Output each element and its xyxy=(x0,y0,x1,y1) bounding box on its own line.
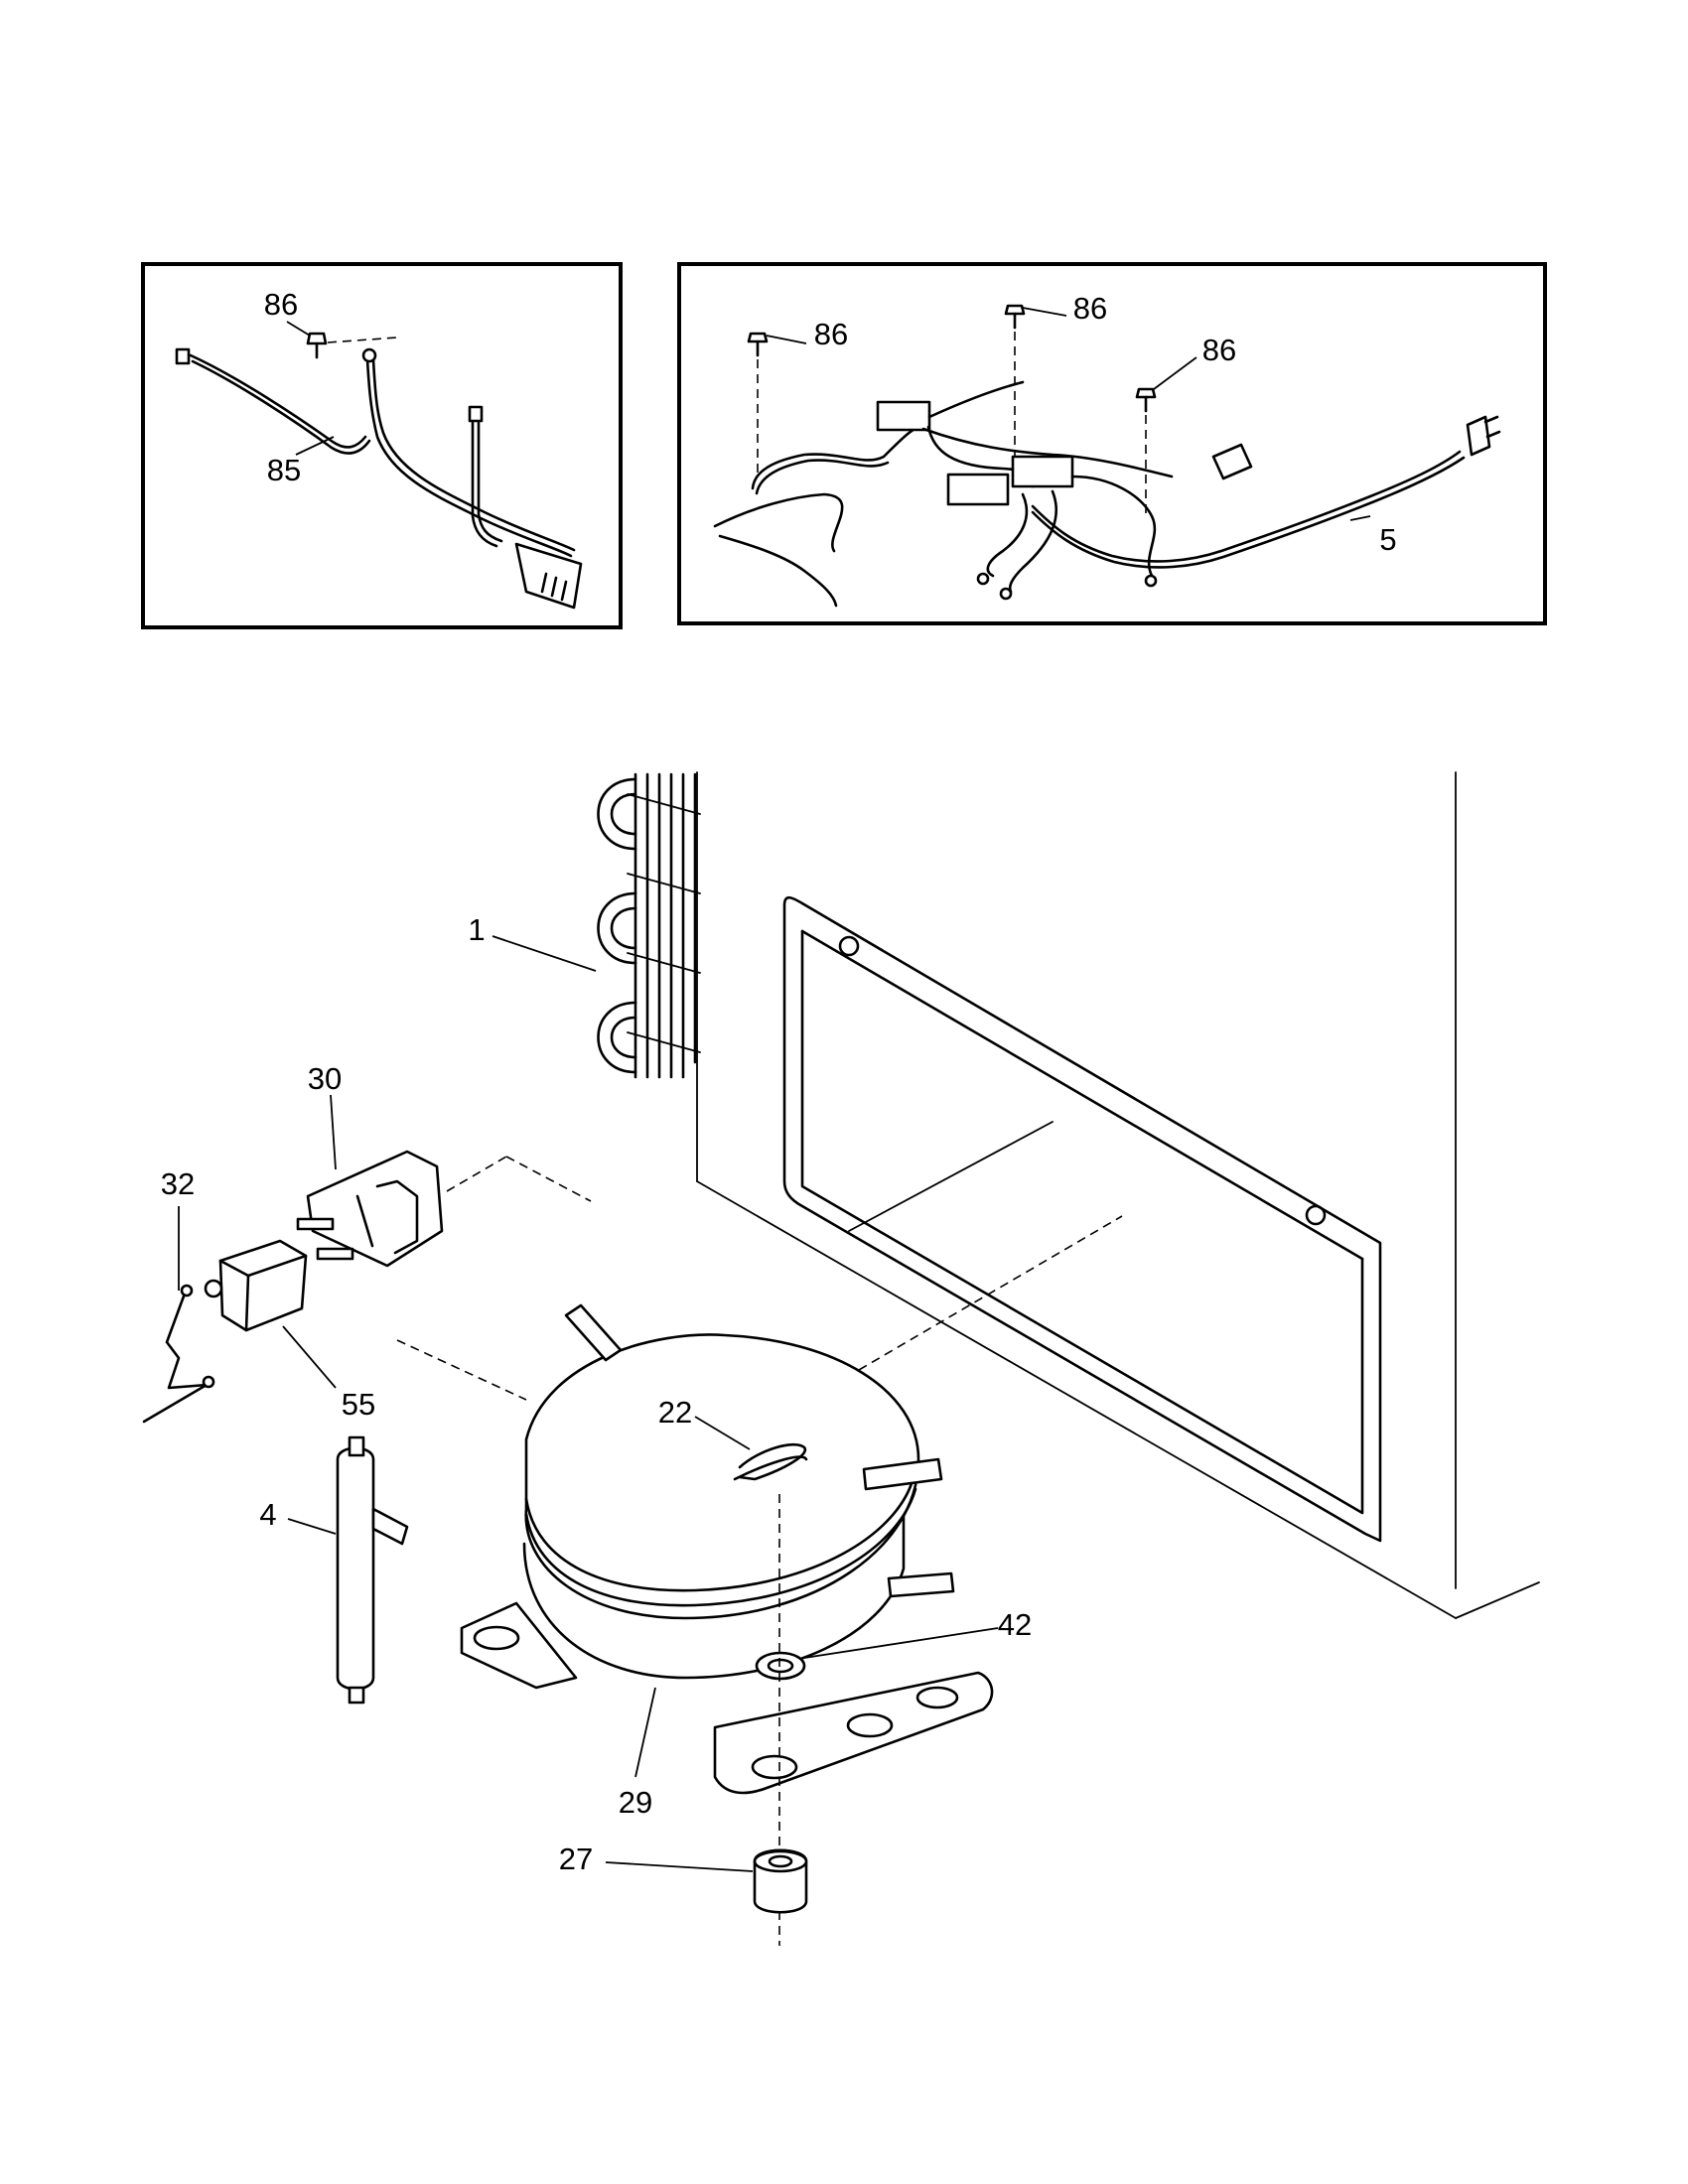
wire-harness-85 xyxy=(175,347,583,610)
grommet-27 xyxy=(753,1848,808,1914)
screws-86-right xyxy=(747,304,1157,516)
relay-30 xyxy=(296,1150,592,1268)
callout-1: 1 xyxy=(468,912,485,947)
drier-4 xyxy=(336,1435,409,1705)
callout-86-a: 86 xyxy=(814,317,848,351)
callout-29: 29 xyxy=(619,1785,652,1820)
leader-5 xyxy=(1349,515,1371,521)
callout-27: 27 xyxy=(559,1842,593,1876)
power-cord-harness-5 xyxy=(713,380,1501,608)
compressor-29 xyxy=(396,1303,994,1946)
leader-55 xyxy=(282,1325,337,1389)
callout-32: 32 xyxy=(161,1166,195,1201)
inset-left-panel: 86 85 xyxy=(141,262,623,629)
callout-55: 55 xyxy=(342,1387,375,1422)
callout-42: 42 xyxy=(998,1607,1032,1642)
leader-86-b xyxy=(1022,307,1067,317)
callout-85: 85 xyxy=(267,453,301,487)
inset-right-panel: 86 86 86 5 xyxy=(677,262,1547,625)
leader-86-a xyxy=(766,335,807,344)
callout-22: 22 xyxy=(658,1395,692,1430)
overload-55 xyxy=(204,1239,308,1332)
callout-86: 86 xyxy=(264,287,298,322)
callout-4: 4 xyxy=(259,1497,276,1532)
screw-86-left xyxy=(306,332,398,359)
wire-32 xyxy=(142,1284,215,1424)
callout-86-b: 86 xyxy=(1073,291,1107,326)
leader-29 xyxy=(634,1687,656,1778)
leader-30 xyxy=(330,1094,337,1170)
cabinet-outline xyxy=(696,771,1540,1619)
leader-1 xyxy=(492,935,597,972)
callout-5: 5 xyxy=(1379,522,1396,557)
leader-85 xyxy=(295,436,335,456)
leader-22 xyxy=(694,1416,751,1450)
callout-86-c: 86 xyxy=(1202,333,1236,367)
callout-30: 30 xyxy=(308,1061,342,1096)
condenser-coil-1 xyxy=(597,772,701,1079)
leader-27 xyxy=(605,1861,754,1872)
leader-86-c xyxy=(1153,356,1197,390)
leader-86-left xyxy=(286,321,311,337)
leader-42 xyxy=(803,1627,999,1659)
leader-4 xyxy=(287,1518,337,1535)
